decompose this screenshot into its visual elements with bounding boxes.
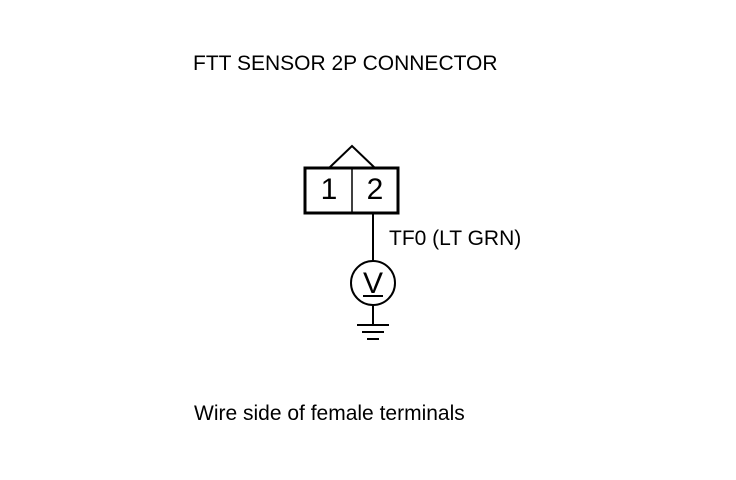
caption: Wire side of female terminals bbox=[194, 402, 465, 425]
wire-color-label: TF0 (LT GRN) bbox=[389, 227, 522, 250]
terminal-2-label: 2 bbox=[366, 173, 384, 206]
connector-latch bbox=[328, 144, 376, 169]
terminal-1-label: 1 bbox=[320, 173, 338, 206]
voltmeter-symbol: V bbox=[362, 267, 383, 300]
diagram-title: FTT SENSOR 2P CONNECTOR bbox=[193, 52, 498, 75]
ground-icon bbox=[357, 324, 389, 340]
